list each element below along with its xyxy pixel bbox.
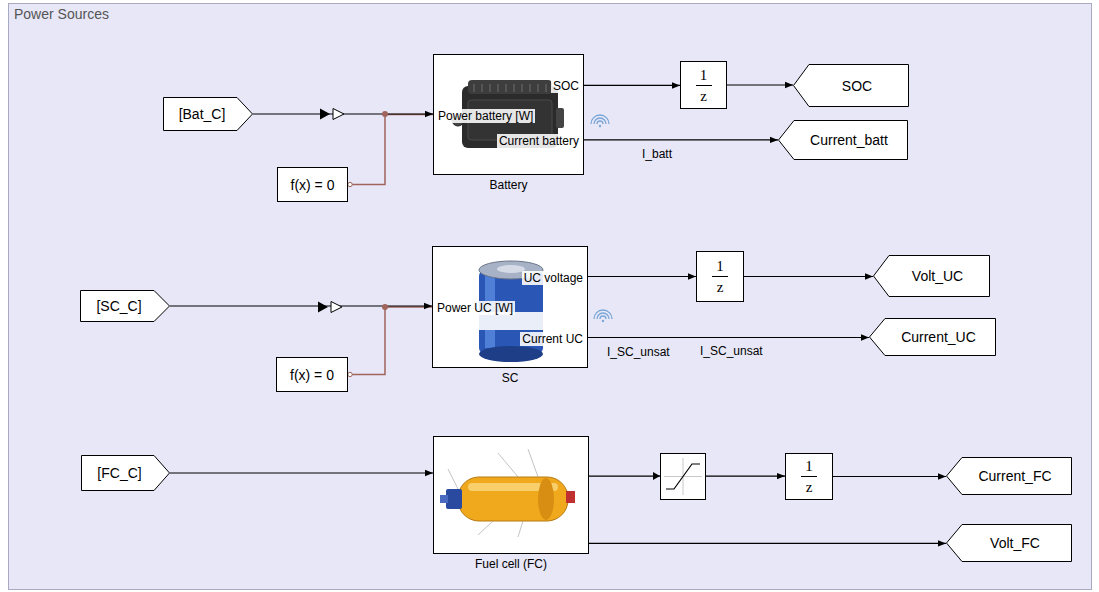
transfer-function: z: [717, 279, 724, 295]
signal-name: I_SC_unsat: [605, 345, 672, 359]
tag-shape: [82, 456, 170, 491]
tag-shape: [947, 458, 1072, 495]
physical-block: Power UC [W]UC voltageCurrent UCSC: [432, 246, 588, 368]
tag-name: Current_FC: [978, 468, 1051, 484]
tag-shape: [794, 65, 909, 107]
transfer-function: 1: [700, 67, 708, 83]
goto-tag: Volt_FC: [946, 524, 1072, 562]
transfer-function: z: [700, 88, 707, 104]
junction-dot: [382, 304, 388, 310]
ps-converter: [318, 302, 342, 313]
fraction-bar: [712, 276, 728, 277]
ps-converter: [320, 109, 344, 120]
physical-connection: [348, 307, 432, 375]
tag-shape: [947, 525, 1072, 562]
transfer-function: z: [806, 479, 813, 495]
physical-connection: [348, 115, 433, 185]
block-name: Fuel cell (FC): [475, 557, 547, 571]
unit-delay-block: 1z: [680, 61, 727, 109]
signal-line: [588, 276, 696, 277]
saturation-block: [653, 454, 706, 500]
transfer-function: 1: [716, 258, 724, 274]
block-label: f(x) = 0: [290, 367, 334, 383]
port-label: Power battery [W]: [436, 109, 535, 123]
solver-config-block: f(x) = 0: [276, 357, 348, 392]
unit-delay-block: 1z: [785, 453, 833, 500]
signal-line: [589, 543, 946, 544]
signal-line: [588, 337, 869, 338]
signal-line: [584, 85, 680, 86]
tag-shape: [779, 121, 908, 160]
subsystem-title: Power Sources: [14, 6, 109, 22]
tag-name: Volt_UC: [912, 268, 963, 284]
tag-name: SOC: [842, 78, 872, 94]
tag-shape: [870, 319, 996, 356]
physical-block: Fuel cell (FC): [433, 436, 589, 554]
junction-dot: [382, 111, 388, 117]
tag-name: [SC_C]: [96, 298, 141, 314]
port-dot: [348, 182, 352, 186]
signal-name: I_SC_unsat: [698, 344, 765, 358]
port-label: Current UC: [520, 332, 585, 346]
signal-line: [170, 305, 432, 306]
tag-name: Volt_FC: [990, 535, 1040, 551]
goto-tag: Volt_UC: [873, 255, 990, 297]
signal-name: I_batt: [640, 147, 674, 161]
goto-tag: Current_FC: [946, 457, 1072, 495]
from-tag: [Bat_C]: [163, 97, 253, 131]
tag-name: [FC_C]: [97, 465, 141, 481]
wireless-icon: [594, 310, 612, 322]
signal-line: [170, 472, 433, 473]
physical-block: Power battery [W]SOCCurrent batteryBatte…: [433, 54, 584, 175]
wireless-icon: [591, 115, 609, 127]
tag-shape: [874, 256, 990, 297]
signal-line: [833, 476, 946, 477]
tag-name: [Bat_C]: [179, 106, 226, 122]
port-dot: [348, 372, 352, 376]
block-label: f(x) = 0: [291, 177, 335, 193]
signal-line: [727, 84, 793, 85]
signal-line: [584, 139, 778, 140]
tag-shape: [164, 98, 253, 131]
transfer-function: 1: [805, 458, 813, 474]
goto-tag: Current_batt: [778, 120, 908, 160]
block-name: SC: [502, 371, 519, 385]
from-tag: [FC_C]: [81, 455, 170, 491]
goto-tag: SOC: [793, 64, 909, 107]
solver-config-block: f(x) = 0: [277, 167, 348, 202]
port-label: Current battery: [497, 134, 581, 148]
goto-tag: Current_UC: [869, 318, 996, 356]
tag-shape: [81, 291, 170, 322]
port-label: SOC: [551, 79, 581, 93]
block-name: Battery: [489, 178, 527, 192]
tag-name: Current_UC: [901, 329, 976, 345]
from-tag: [SC_C]: [80, 290, 170, 322]
unit-delay-block: 1z: [696, 251, 744, 302]
fuel-cell-illustration: [438, 441, 584, 549]
signal-line: [744, 276, 873, 277]
fraction-bar: [696, 85, 712, 86]
port-label: Power UC [W]: [435, 301, 515, 315]
fraction-bar: [801, 476, 817, 477]
tag-name: Current_batt: [810, 132, 888, 148]
port-label: UC voltage: [522, 271, 585, 285]
